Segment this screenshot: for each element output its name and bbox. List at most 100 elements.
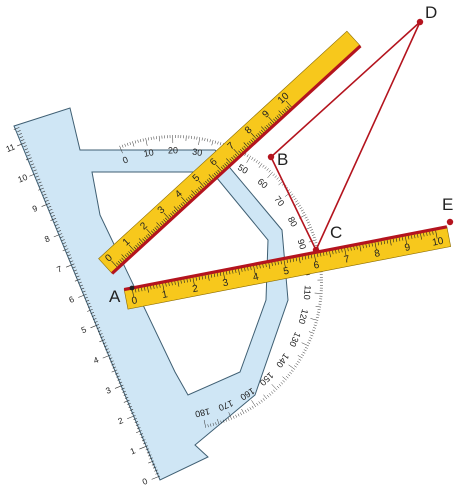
- label-b: B: [277, 150, 288, 169]
- triangle-tick-label: 0: [141, 476, 149, 487]
- protractor-tick: [218, 142, 219, 145]
- protractor-tick: [314, 242, 317, 243]
- protractor-tick: [288, 374, 290, 376]
- protractor-tick: [236, 415, 237, 418]
- protractor-tick: [295, 200, 297, 202]
- protractor-label: 70: [272, 194, 286, 208]
- protractor-tick: [301, 354, 304, 355]
- protractor-label: 130: [287, 331, 302, 349]
- protractor-tick: [301, 210, 304, 211]
- protractor-label: 20: [168, 145, 178, 155]
- protractor-tick: [289, 372, 291, 374]
- protractor-label: 140: [274, 352, 291, 370]
- protractor-tick: [294, 198, 296, 200]
- protractor-tick: [307, 342, 310, 343]
- protractor-tick: [273, 390, 275, 392]
- protractor-tick: [317, 312, 320, 313]
- protractor-tick: [286, 376, 288, 378]
- protractor-tick: [267, 168, 269, 170]
- protractor-tick: [130, 142, 131, 145]
- triangle-tick-label: 11: [4, 141, 16, 154]
- protractor-tick: [277, 386, 279, 388]
- protractor-tick: [256, 403, 258, 405]
- protractor-tick: [242, 409, 245, 414]
- triangle-tick-label: 7: [55, 263, 63, 274]
- protractor-tick: [300, 207, 303, 209]
- protractor-tick: [210, 139, 211, 142]
- protractor-tick: [220, 142, 221, 145]
- protractor-tick: [240, 412, 241, 415]
- triangle-tick-label: 9: [31, 203, 39, 214]
- point-c: [313, 247, 319, 253]
- protractor-tick: [273, 174, 275, 176]
- protractor-tick: [261, 400, 263, 402]
- protractor-tick: [267, 395, 269, 397]
- protractor-tick: [281, 382, 283, 384]
- protractor-tick: [313, 327, 316, 328]
- protractor-tick: [292, 196, 294, 198]
- point-a: [130, 286, 135, 291]
- protractor-tick: [251, 157, 253, 160]
- protractor-tick: [265, 167, 267, 169]
- protractor-tick: [303, 352, 306, 353]
- triangle-tick-label: 1: [129, 445, 137, 456]
- protractor-tick: [316, 306, 321, 307]
- triangle-tick-label: 8: [43, 233, 51, 244]
- protractor-tick: [254, 159, 256, 162]
- protractor-tick: [309, 332, 314, 334]
- protractor-tick: [247, 154, 248, 157]
- protractor-tick: [298, 205, 301, 207]
- protractor-tick: [305, 217, 308, 218]
- protractor-tick: [298, 355, 303, 358]
- protractor-tick: [309, 337, 312, 338]
- protractor-tick: [295, 203, 300, 206]
- protractor-tick: [315, 322, 318, 323]
- protractor-tick: [148, 137, 149, 140]
- protractor-tick: [283, 380, 285, 382]
- protractor-tick: [259, 401, 261, 403]
- protractor-tick: [146, 138, 148, 146]
- protractor-tick: [267, 172, 272, 178]
- protractor-tick: [228, 418, 229, 421]
- protractor-tick: [135, 140, 136, 143]
- protractor-tick: [275, 176, 277, 178]
- protractor-tick: [212, 140, 213, 145]
- protractor-tick: [297, 361, 300, 363]
- protractor-tick: [258, 162, 260, 164]
- protractor-tick: [317, 315, 320, 316]
- protractor-label: 50: [236, 162, 250, 176]
- protractor-tick: [313, 237, 316, 238]
- protractor-tick: [252, 406, 254, 409]
- protractor-tick: [291, 370, 293, 372]
- protractor-tick: [305, 347, 308, 348]
- triangle-tick-label: 3: [104, 385, 112, 396]
- triangle-tick-label: 2: [116, 415, 124, 426]
- triangle-tick-label: 10: [16, 172, 29, 185]
- label-a: A: [109, 287, 121, 306]
- protractor-tick: [269, 393, 271, 395]
- protractor-label: 60: [256, 176, 270, 190]
- protractor-tick: [159, 136, 160, 141]
- protractor-label: 110: [302, 285, 313, 300]
- protractor-label: 90: [296, 238, 308, 251]
- protractor-tick: [140, 139, 141, 142]
- protractor-tick: [125, 144, 126, 147]
- protractor-tick: [279, 181, 283, 185]
- triangle-tick-label: 5: [80, 324, 88, 335]
- label-d: D: [425, 3, 437, 22]
- protractor-tick: [279, 179, 281, 181]
- protractor-tick: [138, 140, 139, 143]
- protractor-tick: [215, 141, 216, 144]
- protractor-tick: [143, 139, 144, 142]
- protractor-tick: [302, 212, 305, 213]
- protractor-tick: [302, 343, 309, 346]
- protractor-tick: [315, 293, 323, 294]
- protractor-tick: [310, 335, 313, 336]
- protractor-tick: [132, 141, 134, 146]
- protractor-tick: [233, 416, 234, 419]
- protractor-tick: [310, 318, 318, 320]
- protractor-tick: [294, 366, 296, 368]
- protractor-tick: [318, 309, 321, 310]
